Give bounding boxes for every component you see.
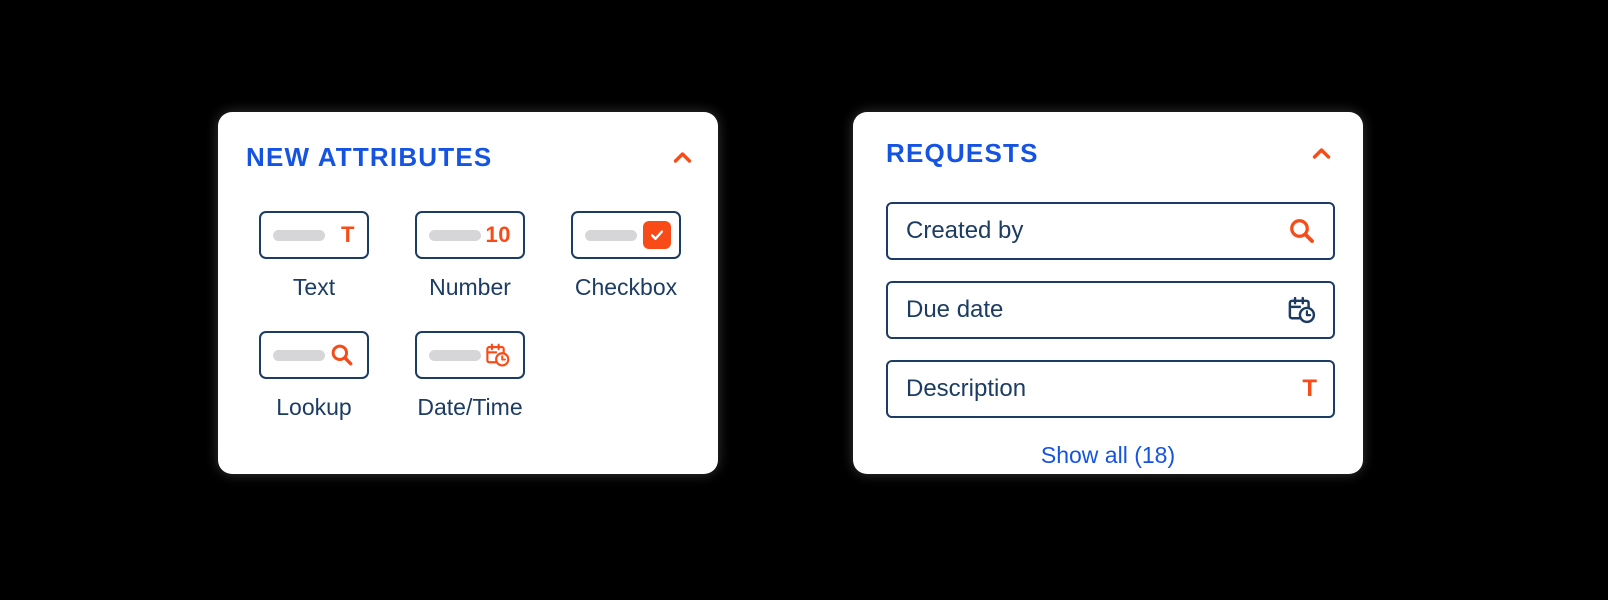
panel-title: NEW ATTRIBUTES [246,142,493,172]
text-attribute-button[interactable]: T [259,211,369,259]
chevron-up-icon [669,146,696,170]
placeholder-pill [429,229,481,241]
collapse-button[interactable] [1308,142,1335,166]
text-icon: T [341,222,355,247]
collapse-button[interactable] [669,146,696,170]
show-all-link[interactable]: Show all (18) [1040,442,1176,468]
placeholder-pill [273,229,325,241]
panel-header: NEW ATTRIBUTES [218,112,718,173]
tile-label: Lookup [276,394,352,420]
number-attribute-button[interactable]: 10 [415,211,525,259]
placeholder-pill [585,229,637,241]
attribute-tile-number: 10 Number [415,211,525,301]
lookup-attribute-button[interactable] [259,331,369,379]
field-label: Description [906,375,1027,402]
search-icon [329,342,355,368]
request-fields-list: Created by Due date Descr [886,202,1335,418]
new-attributes-panel: NEW ATTRIBUTES T Text 10 Number [218,112,718,474]
field-row-due-date[interactable]: Due date [886,281,1335,339]
checkbox-icon [643,221,671,249]
tile-label: Number [429,274,511,300]
field-row-created-by[interactable]: Created by [886,202,1335,260]
field-label: Created by [906,217,1024,244]
panel-header: REQUESTS [853,112,1363,169]
field-label: Due date [906,296,1004,323]
checkbox-attribute-button[interactable] [571,211,681,259]
field-row-description[interactable]: Description T [886,360,1335,418]
chevron-up-icon [1308,142,1335,166]
attribute-tile-checkbox: Checkbox [571,211,681,301]
number-icon: 10 [485,222,511,247]
tile-label: Date/Time [417,394,523,420]
attribute-tiles-grid: T Text 10 Number Checkbox [259,211,718,421]
tile-label: Text [292,274,336,300]
panel-title: REQUESTS [886,138,1039,168]
placeholder-pill [429,349,481,361]
datetime-attribute-button[interactable] [415,331,525,379]
attribute-tile-text: T Text [259,211,369,301]
attribute-tile-lookup: Lookup [259,331,369,421]
calendar-clock-icon [1286,295,1317,326]
search-icon [1287,216,1317,246]
requests-panel: REQUESTS Created by Due date [853,112,1363,474]
placeholder-pill [273,349,325,361]
attribute-tile-datetime: Date/Time [415,331,525,421]
calendar-clock-icon [484,342,511,369]
tile-label: Checkbox [574,274,678,300]
text-icon: T [1302,375,1317,402]
